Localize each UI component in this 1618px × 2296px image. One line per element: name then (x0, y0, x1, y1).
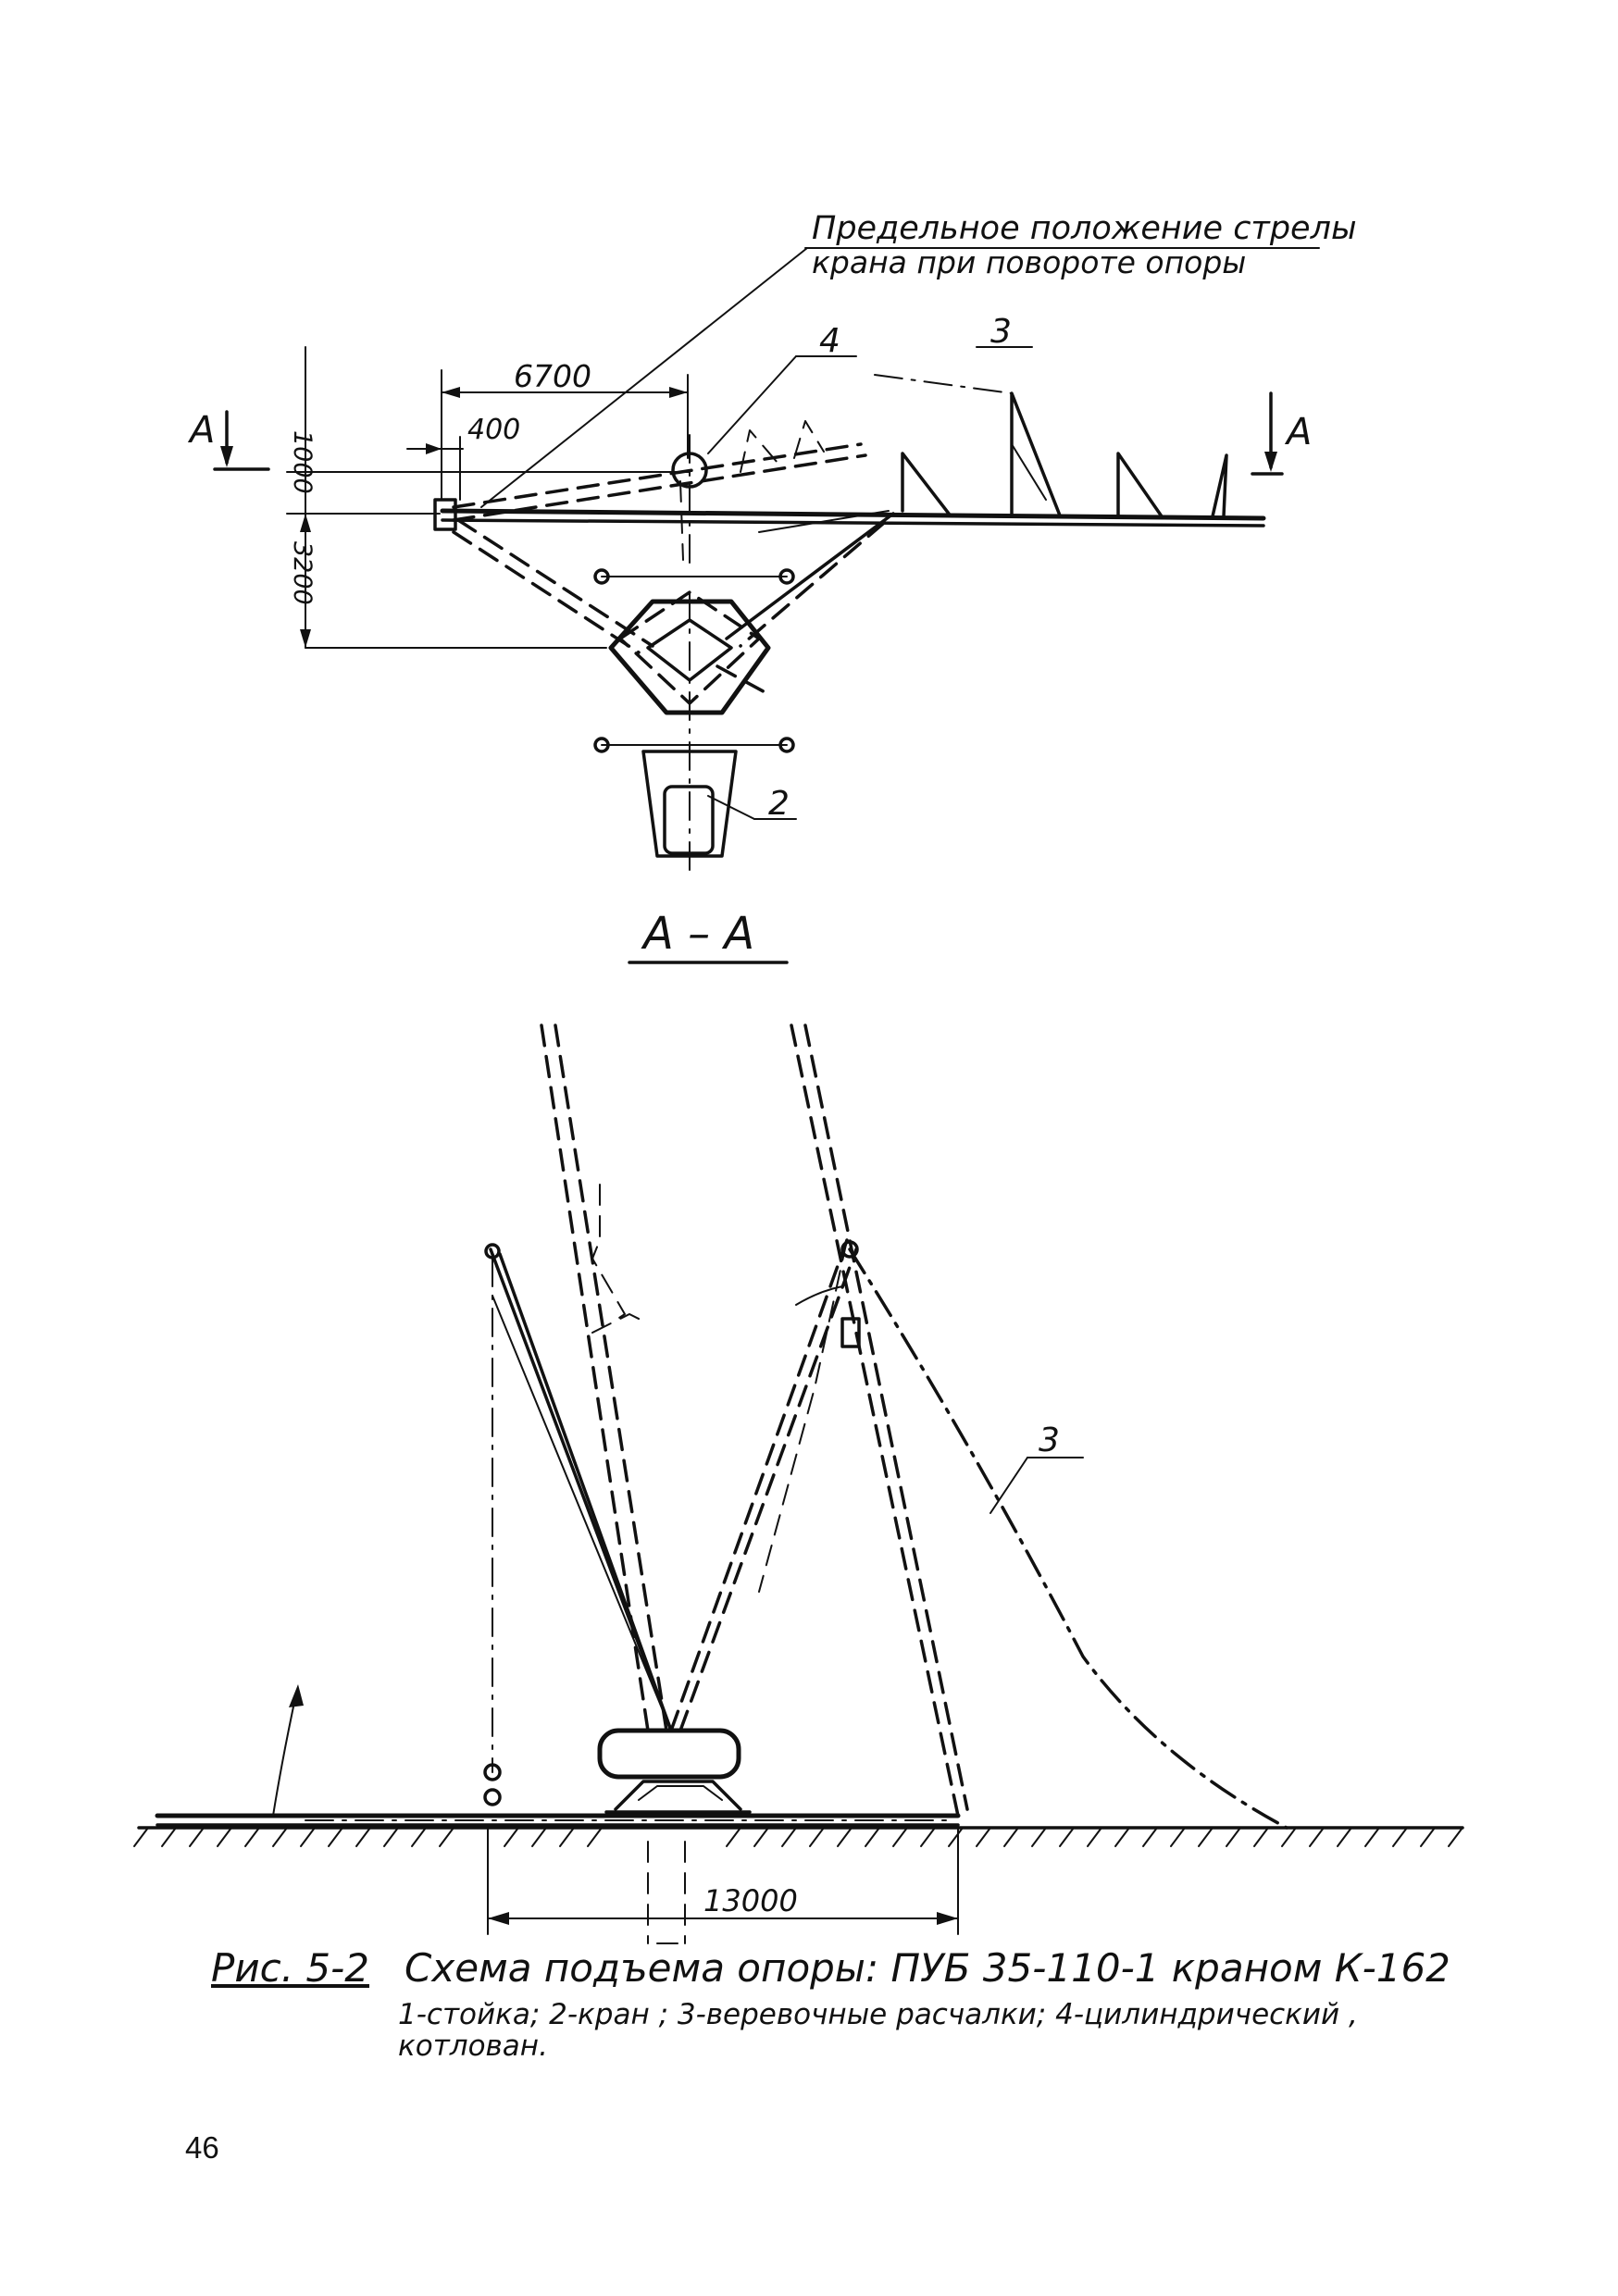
dim-400-arrow (426, 443, 442, 454)
pole-raised-2a (790, 1024, 960, 1818)
callout-2: 2 (768, 785, 790, 823)
dim-6700-arrow-l (442, 387, 460, 398)
section-mark-right: А (1284, 411, 1312, 453)
dim-6700-arrow-r (669, 387, 688, 398)
guy-rope (848, 1247, 1288, 1830)
figure-title: Схема подъема опоры: ПУБ 35-110-1 краном… (404, 1945, 1450, 1991)
pole-triangle-3 (1116, 452, 1164, 518)
pole-mast-tie (1011, 443, 1047, 501)
figure-caption: Рис. 5-2 Схема подъема опоры: ПУБ 35-110-… (211, 1945, 1450, 1991)
plan-view: Предельное положение стрелы крана при по… (187, 210, 1357, 880)
crane-plan (593, 568, 795, 880)
callout-3-section: 3 (1039, 1421, 1060, 1459)
boom-solid-c (492, 1295, 672, 1731)
legend-line-1: 1-стойка; 2-кран ; 3-веревочные расчалки… (398, 1998, 1358, 2031)
dim-1000-label: 1000 (288, 430, 317, 494)
boom-v-b (678, 1247, 858, 1732)
pole-limit-tri-1 (740, 429, 778, 473)
figure-label: Рис. 5-2 (211, 1945, 370, 1991)
page-number: 46 (185, 2130, 219, 2165)
boom-right-a (725, 512, 895, 640)
annotation-line2: крана при повороте опоры (812, 244, 1246, 280)
dim-6700-label: 6700 (514, 358, 591, 394)
pole-triangle-4 (1211, 453, 1228, 518)
pit-axis-v2 (679, 480, 684, 561)
callout-3-leader (874, 374, 1013, 394)
pole-raised-1a (540, 1024, 650, 1732)
section-view: А – А (133, 908, 1464, 1944)
annotation-leader (480, 247, 808, 508)
crane-section (597, 1728, 752, 1944)
pole-raised-2b (803, 1024, 969, 1811)
pole-plan-2 (441, 518, 1265, 527)
boom-left-a (456, 518, 654, 648)
pole-raised-1b (554, 1024, 668, 1732)
legend-line-2: котлован. (398, 2029, 548, 2063)
callout-3-plan: 3 (990, 313, 1012, 351)
callout-4-leader (707, 355, 797, 454)
section-mark-left: А (187, 409, 215, 452)
boom-right-b (739, 521, 886, 648)
boom-left-b (452, 530, 641, 654)
pole-limit-dashed-1 (452, 442, 863, 509)
dim-13000-label: 13000 (703, 1883, 798, 1918)
callout-4: 4 (819, 322, 840, 360)
dim-3200-label: 3200 (288, 541, 317, 605)
rotation-arrow (272, 1693, 297, 1817)
callout-2-leader (707, 795, 755, 820)
pole-plan (440, 508, 1266, 521)
pole-limit-tri-2 (793, 420, 825, 459)
annotation-line1: Предельное положение стрелы (812, 210, 1357, 247)
pole-triangle-1 (901, 452, 951, 515)
boom-v-a (669, 1238, 849, 1732)
ground-hatching (133, 1827, 1463, 1847)
boom-cross (758, 510, 890, 533)
boom-solid-b (498, 1252, 673, 1732)
dim-400-label: 400 (467, 414, 520, 446)
callout-3-section-leader (989, 1457, 1028, 1514)
section-title: А – А (641, 908, 754, 960)
pole-limit-dashed-2 (452, 453, 867, 522)
figure-legend: 1-стойка; 2-кран ; 3-веревочные расчалки… (398, 1999, 1358, 2062)
